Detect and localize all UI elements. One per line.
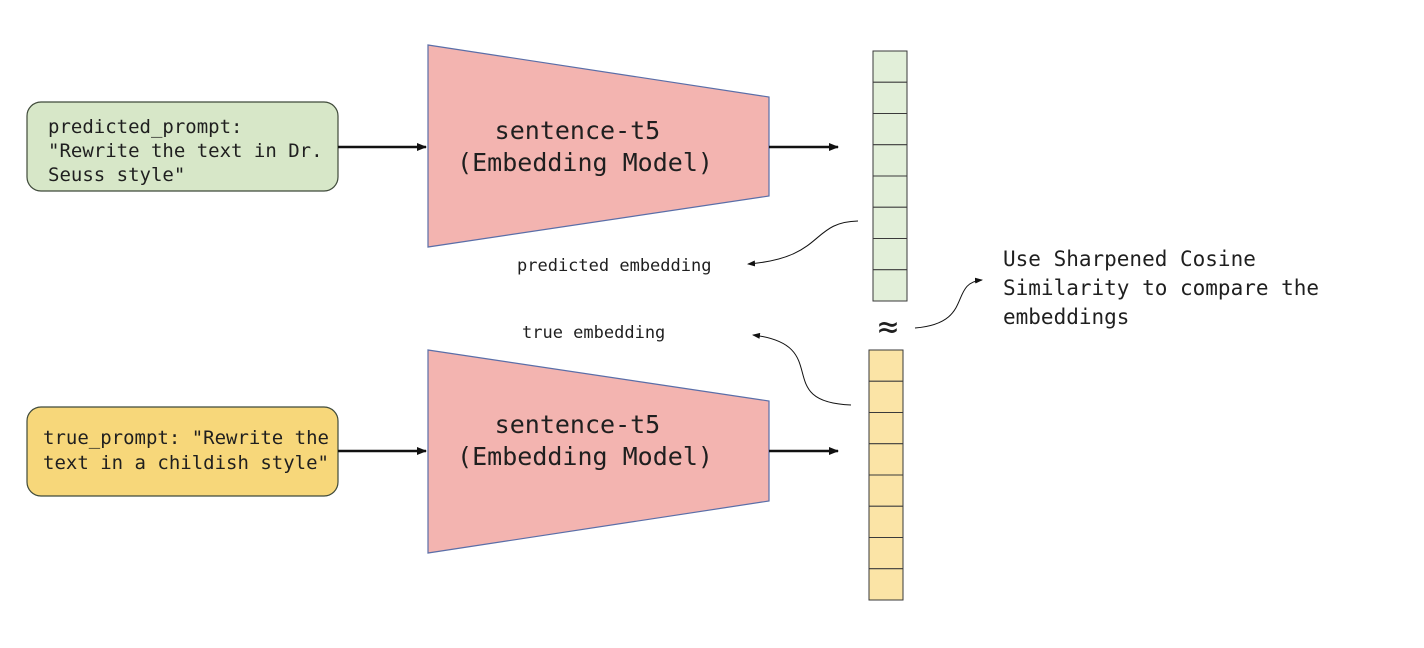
embedding-model-top: sentence-t5 (Embedding Model) — [427, 44, 770, 248]
compare-text: Use Sharpened Cosine Similarity to compa… — [1003, 247, 1332, 329]
predicted-embedding-label: predicted embedding — [517, 256, 711, 276]
model-bottom-line-1: sentence-t5 — [495, 410, 661, 439]
true-embedding-label: true embedding — [522, 323, 665, 343]
predicted-embedding-cell-6 — [872, 206, 908, 239]
predicted-embedding-cell-2 — [872, 81, 908, 114]
predicted-embedding-cell-3 — [872, 113, 908, 146]
predicted-embedding-cell-4 — [872, 144, 908, 177]
true-embedding-cell-1 — [868, 349, 904, 382]
predicted-prompt-text: predicted_prompt: "Rewrite the text in D… — [48, 116, 334, 186]
compare-line-3: embeddings — [1003, 305, 1129, 329]
arrow-to-predicted-embedding-label — [747, 220, 859, 267]
true-prompt-text: true_prompt: "Rewrite the text in a chil… — [43, 427, 340, 474]
model-top-trapezoid — [427, 44, 770, 248]
predicted-embedding-cell-1 — [872, 50, 908, 83]
approximately-equal-symbol: ≈ — [878, 307, 898, 347]
model-bottom-line-2: (Embedding Model) — [457, 442, 713, 471]
true-prompt-line-2: text in a childish style" — [43, 452, 329, 474]
model-top-label: sentence-t5 (Embedding Model) — [457, 116, 713, 177]
true-embedding-cell-2 — [868, 380, 904, 413]
true-embedding-cell-7 — [868, 537, 904, 570]
embedding-model-bottom: sentence-t5 (Embedding Model) — [427, 349, 770, 554]
predicted-embedding-cell-8 — [872, 269, 908, 302]
true-embedding-cell-8 — [868, 568, 904, 601]
true-embedding-vector — [868, 349, 904, 601]
predicted-prompt-line-3: Seuss style" — [48, 164, 185, 186]
model-top-line-1: sentence-t5 — [495, 116, 661, 145]
predicted-prompt-box: predicted_prompt: "Rewrite the text in D… — [26, 101, 339, 192]
predicted-embedding-vector — [872, 50, 908, 302]
true-embedding-cell-6 — [868, 505, 904, 538]
true-embedding-cell-3 — [868, 412, 904, 445]
predicted-embedding-cell-5 — [872, 175, 908, 208]
true-prompt-line-1: true_prompt: "Rewrite the — [43, 427, 329, 449]
true-embedding-cell-4 — [868, 443, 904, 476]
compare-line-1: Use Sharpened Cosine — [1003, 247, 1256, 271]
true-embedding-cell-5 — [868, 474, 904, 507]
true-prompt-box: true_prompt: "Rewrite the text in a chil… — [26, 406, 340, 497]
predicted-embedding-cell-7 — [872, 238, 908, 271]
predicted-prompt-line-2: "Rewrite the text in Dr. — [48, 140, 323, 162]
model-top-line-2: (Embedding Model) — [457, 148, 713, 177]
arrow-to-true-embedding-label — [752, 332, 852, 406]
predicted-prompt-line-1: predicted_prompt: — [48, 116, 242, 138]
arrow-to-compare-text — [914, 277, 983, 329]
model-bottom-trapezoid — [427, 349, 770, 554]
model-bottom-label: sentence-t5 (Embedding Model) — [457, 410, 713, 471]
compare-line-2: Similarity to compare the — [1003, 276, 1319, 300]
